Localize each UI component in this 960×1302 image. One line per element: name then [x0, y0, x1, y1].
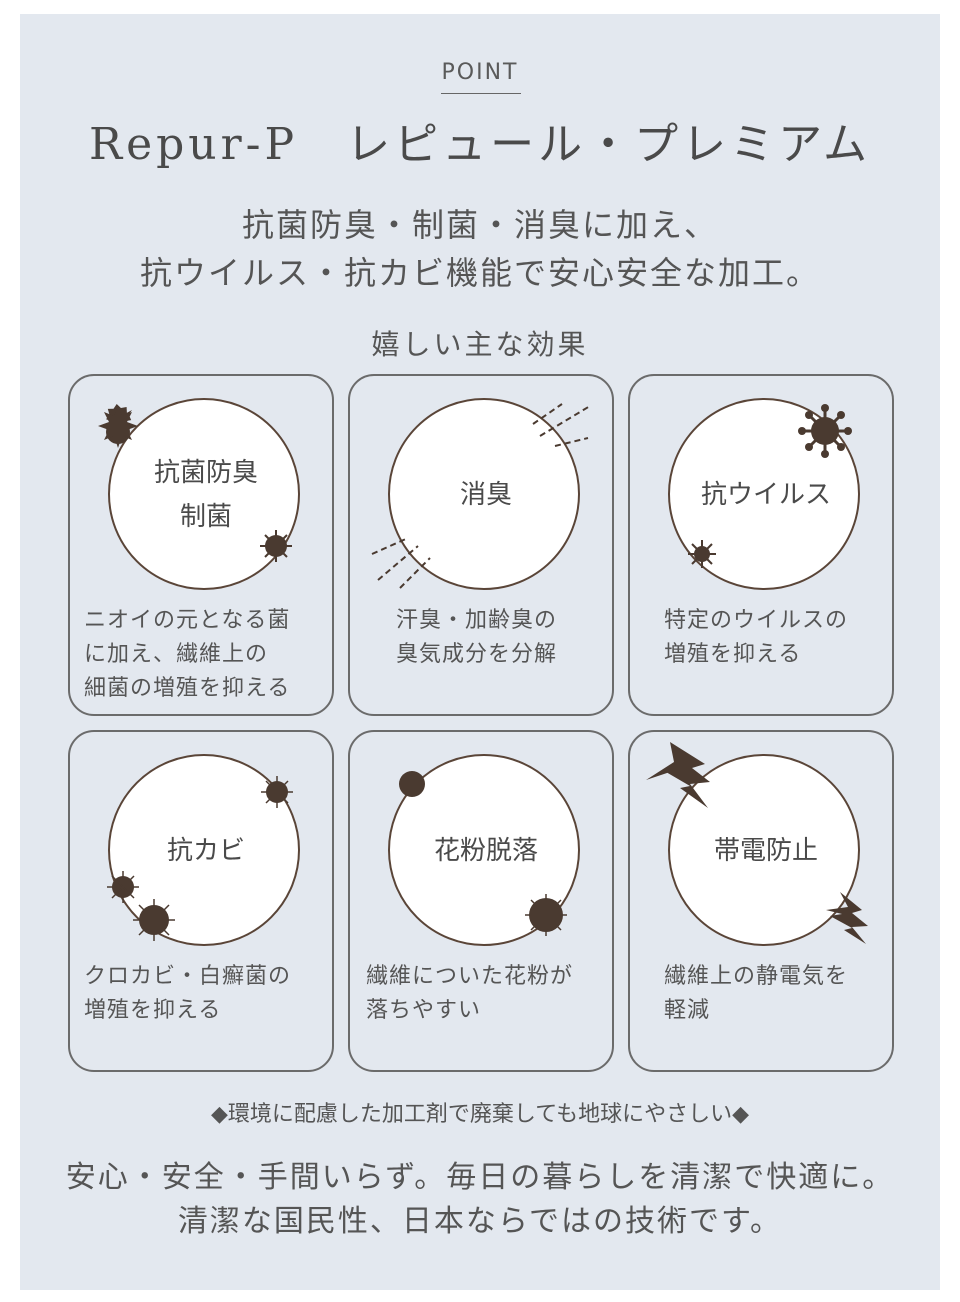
desc-line: 臭気成分を分解: [396, 642, 558, 667]
effect-card-antiviral: 抗ウイルス 特定のウイルスの 増殖を抑える: [628, 374, 894, 716]
environment-note: ◆環境に配慮した加工剤で廃棄しても地球にやさしい◆: [210, 1102, 750, 1127]
effect-circle: 抗カビ: [108, 754, 300, 946]
effect-circle: 消臭: [388, 398, 580, 590]
effect-label: 抗ウイルス: [700, 480, 831, 510]
effect-description: 繊維上の静電気を 軽減: [664, 960, 908, 1028]
desc-line: 増殖を抑える: [664, 642, 802, 667]
subtitle-line-1: 抗菌防臭・制菌・消臭に加え、: [241, 206, 718, 244]
effect-circle: 花粉脱落: [388, 754, 580, 946]
effect-description: 特定のウイルスの 増殖を抑える: [664, 604, 908, 672]
effect-label: 帯電防止: [713, 836, 818, 866]
effect-circle: 帯電防止: [668, 754, 860, 946]
point-label: POINT: [441, 60, 519, 85]
subtitle-line-2: 抗ウイルス・抗カビ機能で安心安全な加工。: [139, 254, 820, 292]
page-title: Repur-P レピュール・プレミアム: [88, 119, 872, 170]
effect-description: 繊維についた花粉が 落ちやすい: [366, 960, 610, 1028]
desc-line: クロカビ・白癬菌の: [84, 964, 292, 989]
effect-card-antibacterial: 抗菌防臭 制菌 ニオイの元となる菌 に加え、繊維上の 細菌の増殖を抑える: [68, 374, 334, 716]
desc-line: に加え、繊維上の: [84, 642, 269, 667]
desc-line: 細菌の増殖を抑える: [84, 676, 291, 701]
desc-line: ニオイの元となる菌: [84, 608, 291, 633]
effects-heading: 嬉しい主な効果: [371, 328, 589, 361]
desc-line: 増殖を抑える: [84, 998, 222, 1023]
effect-label: 抗菌防臭: [153, 458, 258, 488]
effect-card-antistatic: 帯電防止 繊維上の静電気を 軽減: [628, 730, 894, 1072]
effect-label-2: 制菌: [179, 502, 232, 532]
effect-description: ニオイの元となる菌 に加え、繊維上の 細菌の増殖を抑える: [84, 604, 328, 706]
point-underline: [441, 93, 521, 94]
bottom-line-1: 安心・安全・手間いらず。毎日の暮らしを清潔で快適に。: [65, 1160, 895, 1195]
effect-card-deodorant: 消臭 汗臭・加齢臭の 臭気成分を分解: [348, 374, 614, 716]
desc-line: 落ちやすい: [366, 998, 482, 1023]
effect-description: 汗臭・加齢臭の 臭気成分を分解: [396, 604, 640, 672]
background-panel: [20, 14, 940, 1290]
effect-description: クロカビ・白癬菌の 増殖を抑える: [84, 960, 328, 1028]
desc-line: 軽減: [664, 998, 711, 1023]
effect-label: 花粉脱落: [433, 836, 538, 866]
effect-circle: 抗ウイルス: [668, 398, 860, 590]
effect-circle: 抗菌防臭 制菌: [108, 398, 300, 590]
bottom-line-2: 清潔な国民性、日本ならではの技術です。: [177, 1204, 783, 1239]
desc-line: 繊維についた花粉が: [366, 964, 574, 989]
effect-label: 消臭: [459, 480, 512, 510]
desc-line: 汗臭・加齢臭の: [396, 608, 558, 633]
effect-card-pollen: 花粉脱落 繊維についた花粉が 落ちやすい: [348, 730, 614, 1072]
desc-line: 繊維上の静電気を: [664, 964, 849, 989]
effect-label: 抗カビ: [166, 836, 245, 866]
effect-card-antimold: 抗カビ クロカビ・白癬菌の 増殖を抑える: [68, 730, 334, 1072]
desc-line: 特定のウイルスの: [664, 608, 849, 633]
